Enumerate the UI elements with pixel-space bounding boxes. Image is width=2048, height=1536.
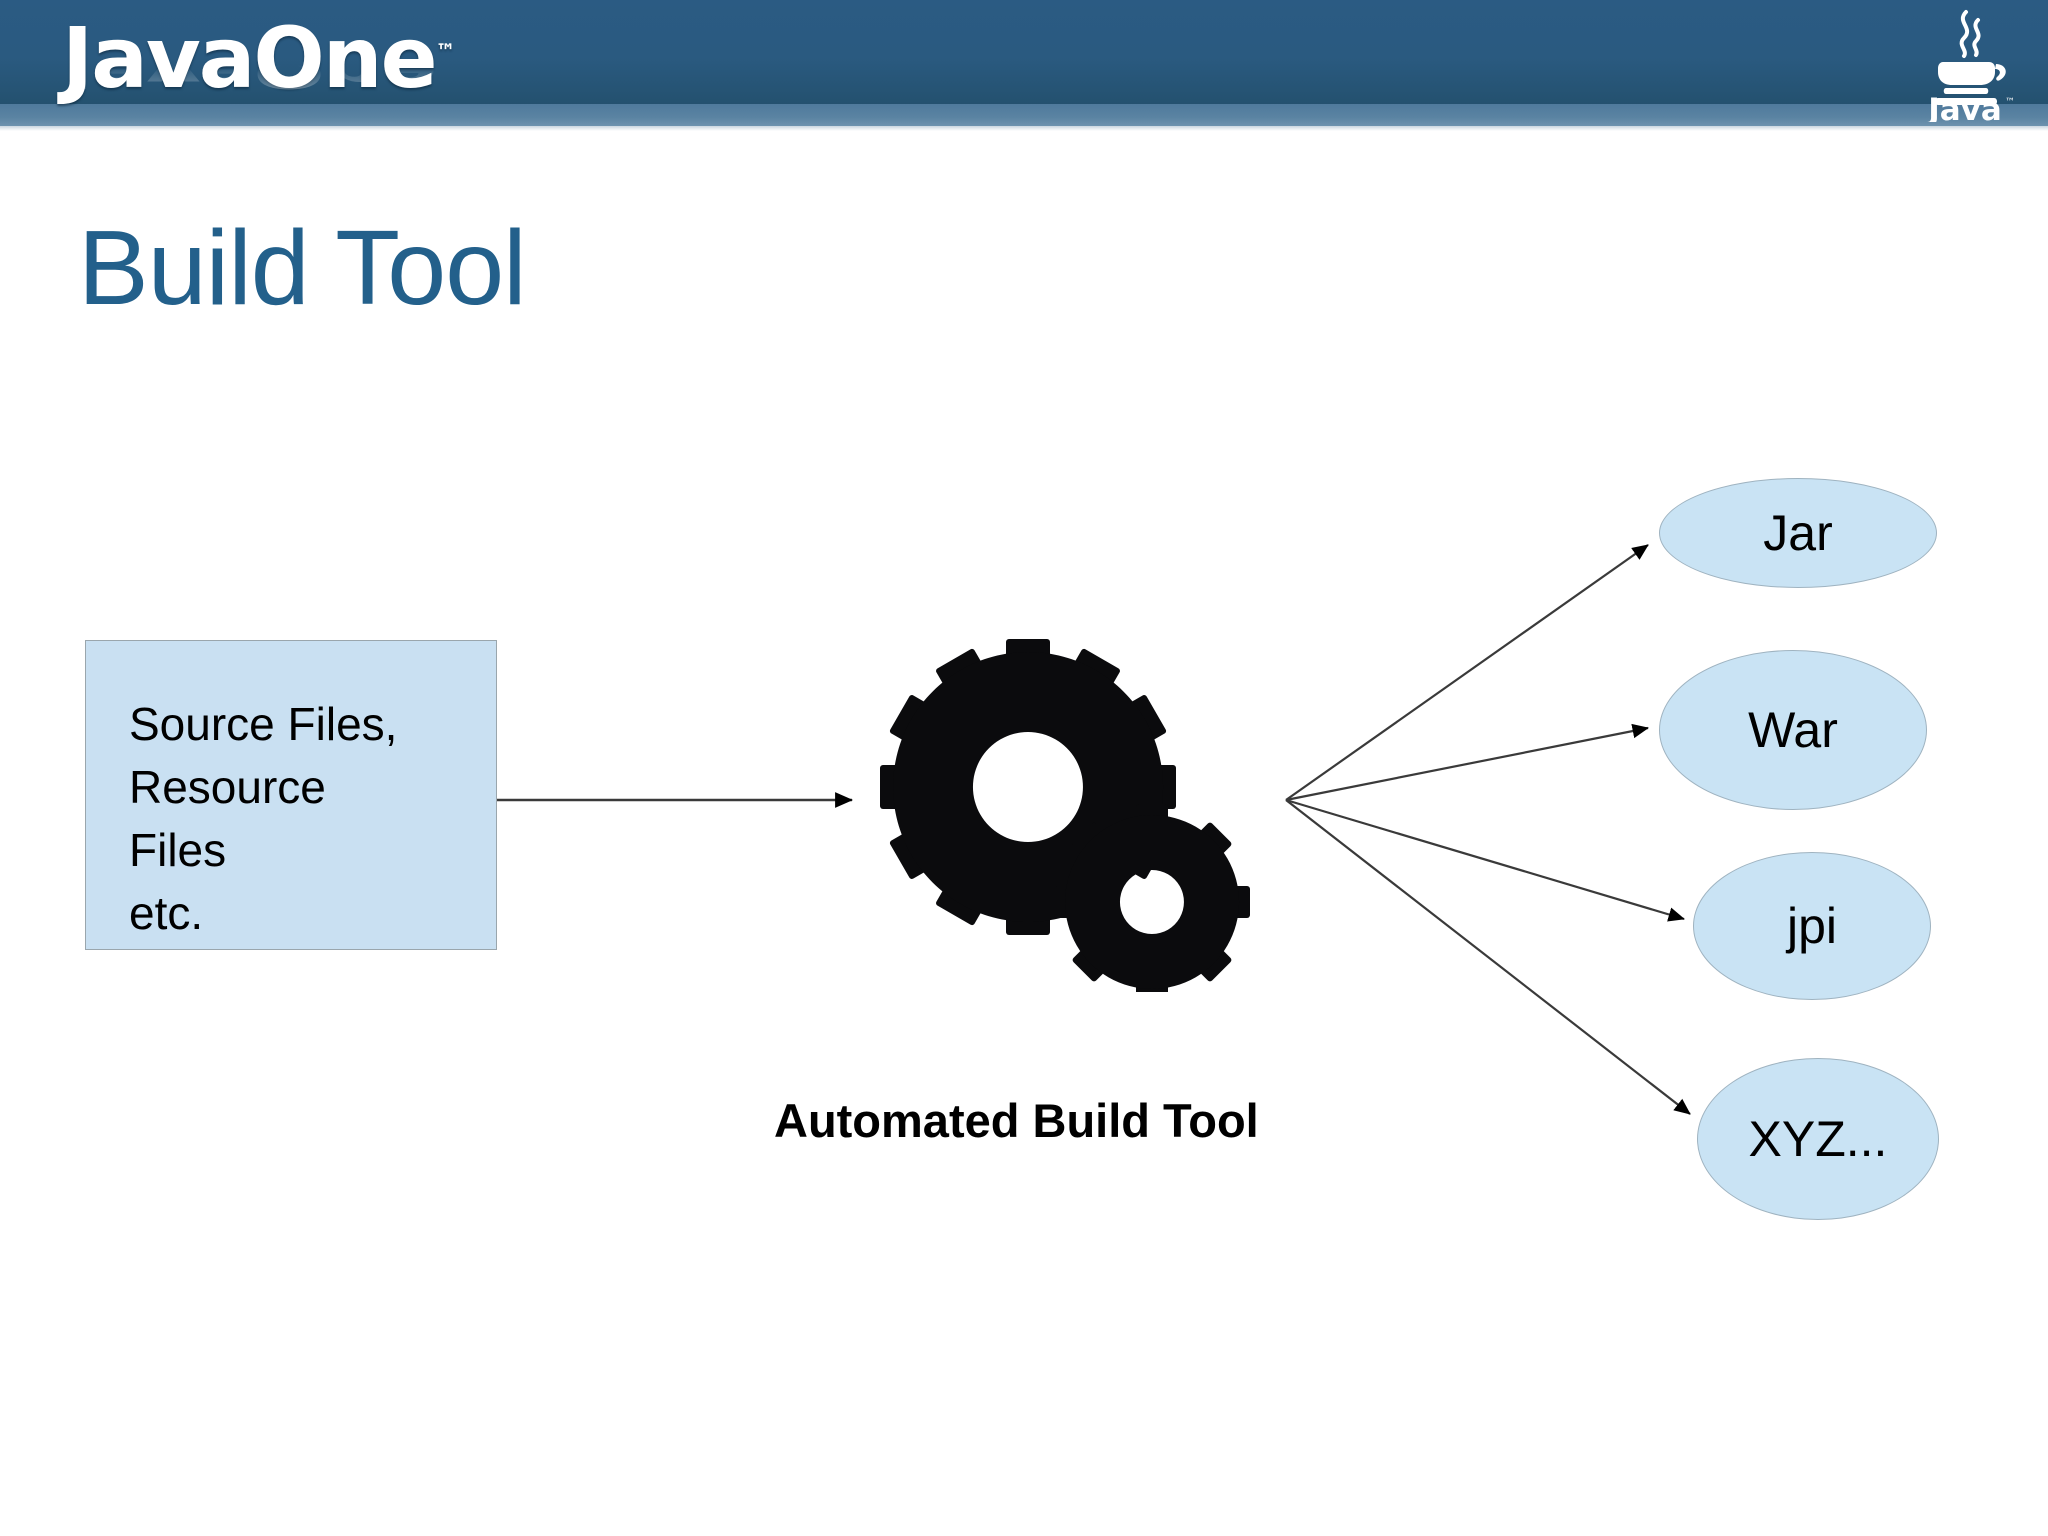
header-band [0, 0, 2048, 104]
process-caption: Automated Build Tool [774, 1094, 1259, 1147]
output-node-xyz-label: XYZ... [1748, 1111, 1888, 1167]
input-source-files-label: Source Files, Resource Files etc. [129, 698, 398, 939]
output-node-xyz: XYZ... [1697, 1058, 1939, 1220]
gears-icon [852, 612, 1272, 992]
output-node-war: War [1659, 650, 1927, 810]
javaone-wordmark: JavaOne™ [62, 8, 482, 101]
header-reflection-band [0, 104, 2048, 126]
output-node-jar-label: Jar [1763, 505, 1833, 561]
connector-process-to-jpi [1285, 798, 1685, 922]
connector-process-to-xyz [1285, 799, 1691, 1115]
output-node-jpi: jpi [1693, 852, 1931, 1000]
javaone-logo: JavaOne™ JavaOne [62, 8, 482, 126]
javaone-wordmark-text: JavaOne [62, 9, 438, 107]
header-divider-rule [0, 126, 2048, 131]
javaone-trademark: ™ [435, 39, 456, 63]
output-node-jar: Jar [1659, 478, 1937, 588]
output-node-jpi-label: jpi [1786, 898, 1838, 954]
input-source-files-box: Source Files, Resource Files etc. [85, 640, 497, 950]
connector-process-to-jar [1285, 544, 1649, 801]
java-cup-logo: Java ™ [1910, 4, 2020, 122]
page-title: Build Tool [78, 209, 527, 327]
svg-text:Java: Java [1926, 92, 2002, 122]
connector-process-to-war [1285, 723, 1649, 802]
svg-text:™: ™ [2005, 97, 2015, 108]
output-node-war-label: War [1748, 702, 1838, 758]
